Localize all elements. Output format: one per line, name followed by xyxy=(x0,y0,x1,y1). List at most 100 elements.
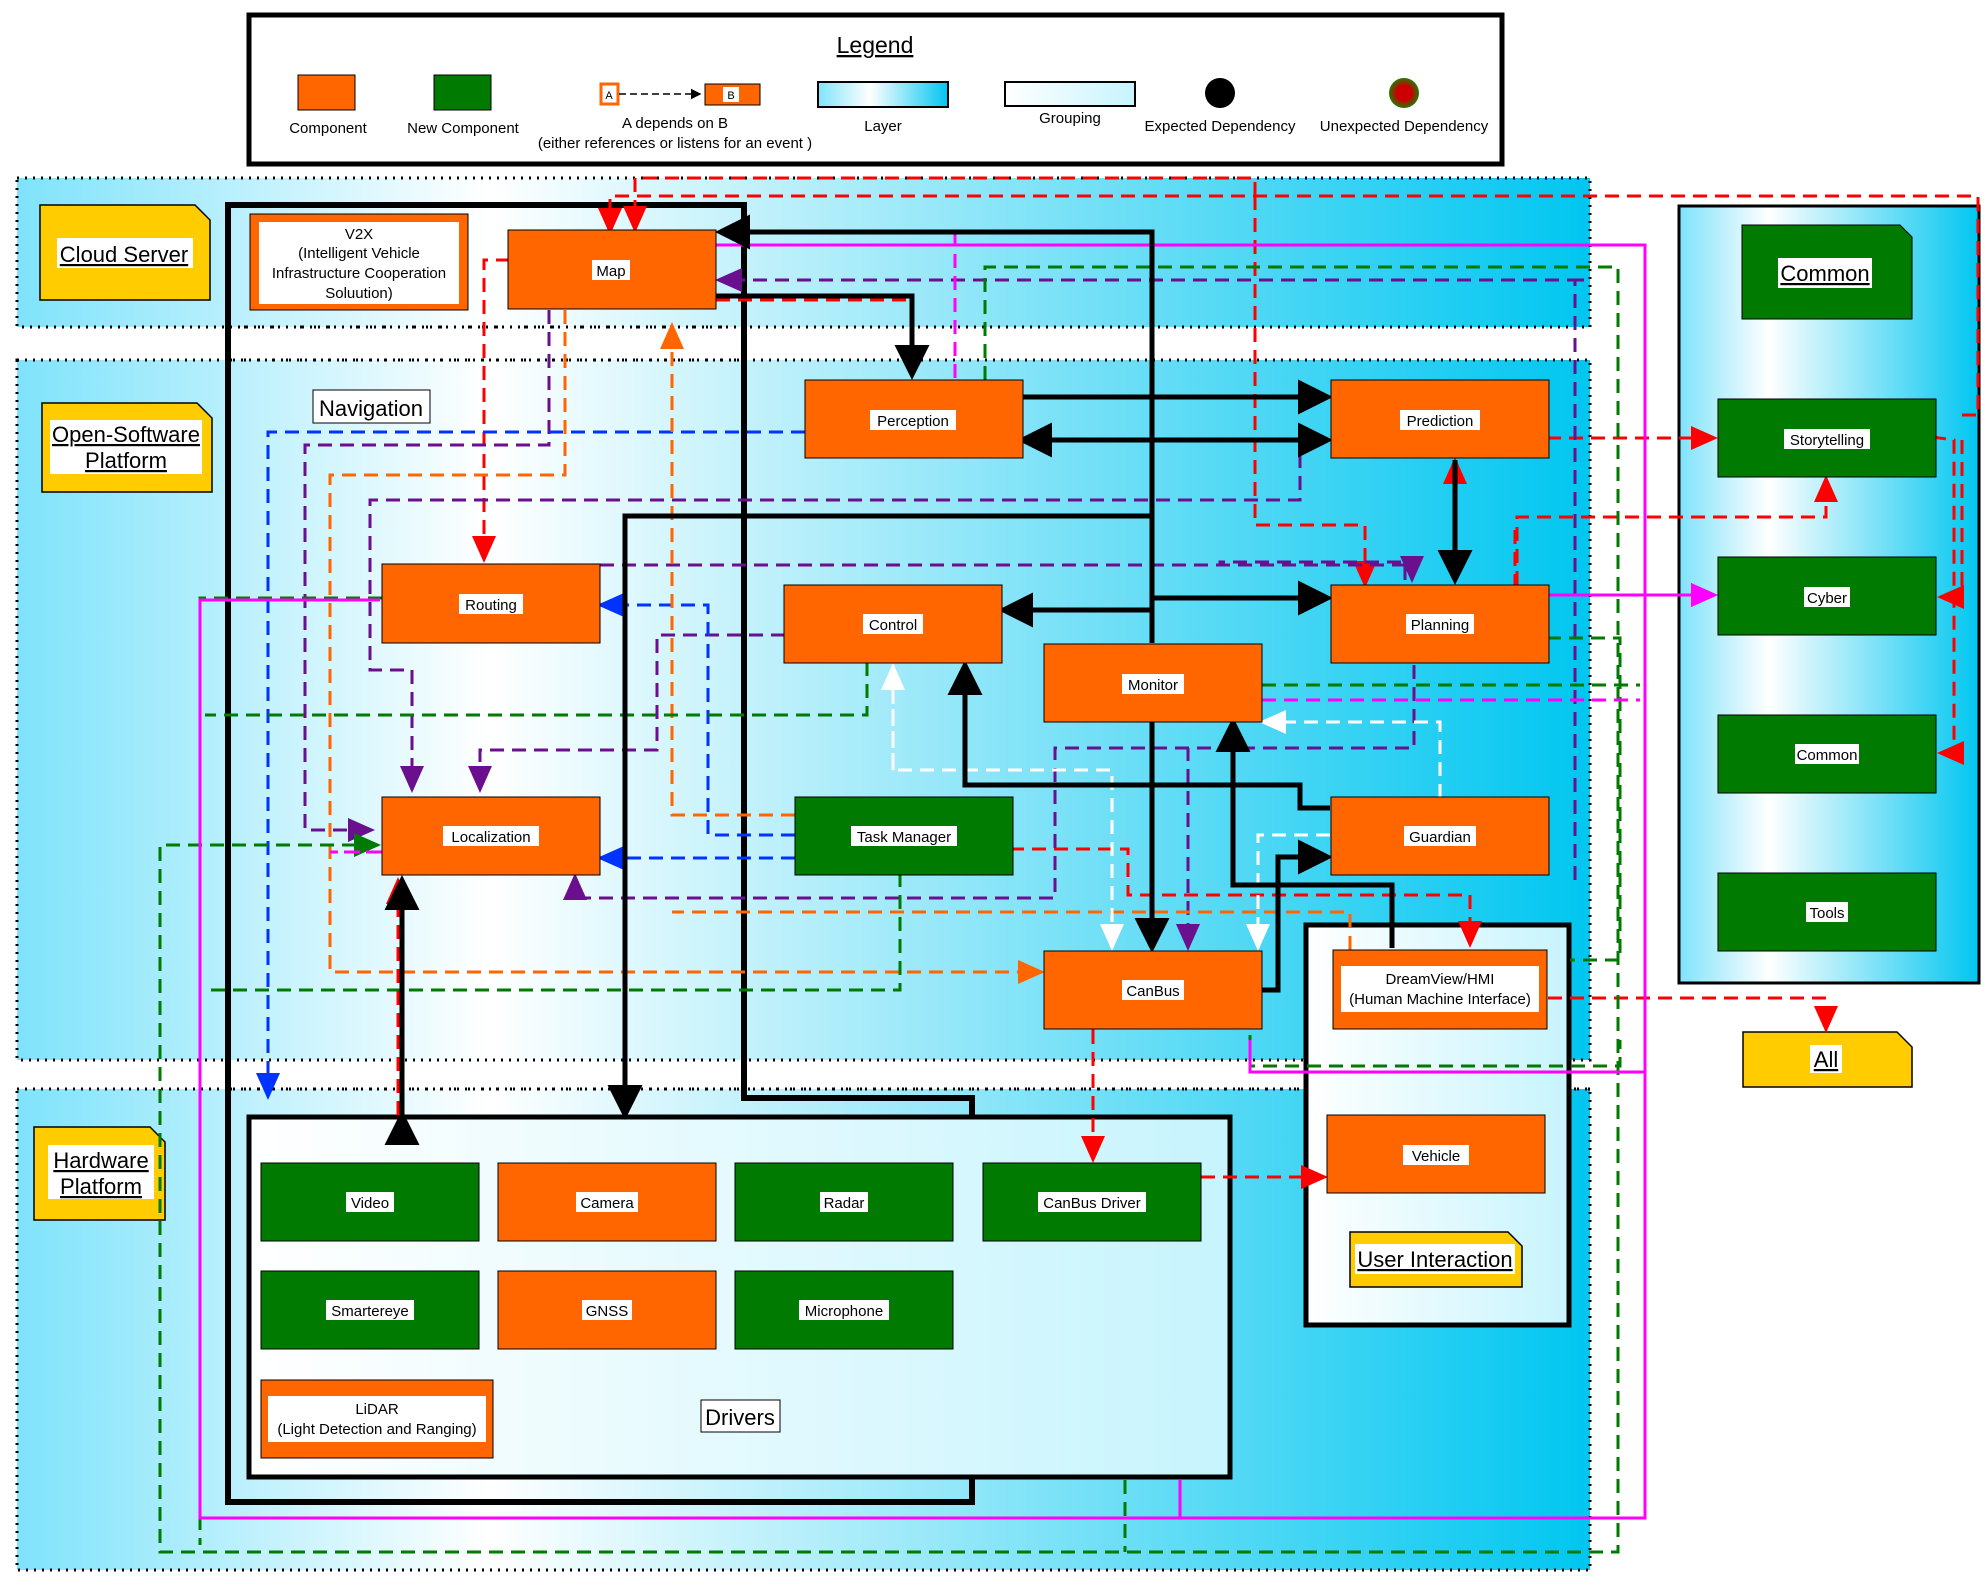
component-monitor[interactable]: Monitor xyxy=(1043,643,1263,723)
drivers-label-box xyxy=(700,1399,781,1433)
component-smartereye[interactable]: Smartereye xyxy=(260,1270,480,1350)
dep-planning-canbus xyxy=(1176,665,1416,951)
component-canbus[interactable]: CanBus xyxy=(1043,950,1263,1030)
dep-control-localization xyxy=(468,633,785,793)
dep-top-map xyxy=(598,194,1980,417)
svg-text:(Intelligent Vehicle: (Intelligent Vehicle xyxy=(298,245,420,262)
component-common[interactable]: Common xyxy=(1717,714,1937,794)
dep-task-dreamview xyxy=(1010,847,1482,948)
dependency-lines xyxy=(158,176,1980,1554)
component-prediction[interactable]: Prediction xyxy=(1330,379,1550,459)
component-guardian[interactable]: Guardian xyxy=(1330,796,1550,876)
component-planning[interactable]: Planning xyxy=(1330,584,1550,664)
dep-map-canbus xyxy=(328,310,1045,984)
component-v2x[interactable]: V2X (Intelligent Vehicle Infrastructure … xyxy=(249,213,469,311)
component-perception[interactable]: Perception xyxy=(804,379,1024,459)
legend-layer-swatch xyxy=(817,81,949,108)
svg-text:CanBus Driver: CanBus Driver xyxy=(1043,1195,1141,1212)
svg-text:GNSS: GNSS xyxy=(586,1303,629,1320)
dep-guardian-canbus-w xyxy=(1246,833,1330,951)
dep-guardian-monitor-w xyxy=(1259,710,1442,798)
dep-control-green xyxy=(205,662,869,717)
legend-layer-label: Layer xyxy=(864,118,902,135)
dep-perception-localization-g xyxy=(158,265,1620,1554)
component-vehicle[interactable]: Vehicle xyxy=(1326,1114,1546,1194)
legend-b-label: B xyxy=(727,90,734,102)
open-software-label-2: Platform xyxy=(85,448,167,473)
dep-top2-map xyxy=(623,176,1257,233)
svg-text:Prediction: Prediction xyxy=(1407,413,1474,430)
svg-text:Map: Map xyxy=(596,263,625,280)
dep-canbus-cyber xyxy=(1248,1040,1645,1074)
svg-text:Common: Common xyxy=(1780,261,1869,286)
component-dreamview[interactable]: DreamView/HMI (Human Machine Interface) xyxy=(1332,949,1548,1030)
components: V2X (Intelligent Vehicle Infrastructure … xyxy=(249,213,1937,1459)
component-video[interactable]: Video xyxy=(260,1162,480,1242)
svg-text:Tools: Tools xyxy=(1809,905,1844,922)
component-map[interactable]: Map xyxy=(507,229,717,310)
hardware-label-1: Hardware xyxy=(53,1148,148,1173)
svg-text:Video: Video xyxy=(351,1195,389,1212)
component-cyber[interactable]: Cyber xyxy=(1717,556,1937,636)
svg-text:CanBus: CanBus xyxy=(1126,983,1179,1000)
svg-text:Guardian: Guardian xyxy=(1409,829,1471,846)
legend: Legend Component New Component A B A dep… xyxy=(246,12,1505,167)
navigation-label-box xyxy=(312,389,431,424)
component-storytelling[interactable]: Storytelling xyxy=(1717,398,1937,478)
svg-text:Planning: Planning xyxy=(1411,617,1469,634)
legend-expected-label: Expected Dependency xyxy=(1145,118,1296,135)
dep-routing-green xyxy=(198,596,382,1545)
component-control[interactable]: Control xyxy=(783,584,1003,664)
svg-text:Microphone: Microphone xyxy=(805,1303,883,1320)
legend-unexpected-label: Unexpected Dependency xyxy=(1320,118,1489,135)
svg-text:LiDAR: LiDAR xyxy=(355,1401,399,1418)
dep-map-routing xyxy=(472,258,510,563)
dep-routing-planning xyxy=(600,560,1570,580)
dep-monitor-map xyxy=(715,214,1155,643)
navigation-label: Navigation xyxy=(319,396,423,421)
legend-depends-note: (either references or listens for an eve… xyxy=(538,135,812,152)
component-common-header[interactable]: Common xyxy=(1741,224,1913,320)
dep-monitor-drivers xyxy=(607,513,1152,1120)
legend-a-label: A xyxy=(605,90,613,102)
legend-depends-label: A depends on B xyxy=(622,115,728,132)
legend-component-swatch xyxy=(297,74,356,111)
legend-grouping-swatch xyxy=(1004,81,1136,107)
svg-text:Smartereye: Smartereye xyxy=(331,1303,409,1320)
svg-text:(Human Machine Interface): (Human Machine Interface) xyxy=(1349,991,1531,1008)
svg-text:Monitor: Monitor xyxy=(1128,677,1178,694)
svg-text:Storytelling: Storytelling xyxy=(1790,432,1864,449)
legend-a-box xyxy=(599,82,620,106)
cloud-server-label: Cloud Server xyxy=(60,242,188,267)
component-localization[interactable]: Localization xyxy=(381,796,601,876)
dep-guardian-control xyxy=(947,660,1330,811)
component-task-manager[interactable]: Task Manager xyxy=(794,796,1014,876)
component-tools[interactable]: Tools xyxy=(1717,872,1937,952)
component-camera[interactable]: Camera xyxy=(497,1162,717,1242)
dep-planning-green xyxy=(1547,636,1622,962)
component-routing[interactable]: Routing xyxy=(381,563,601,644)
svg-text:Localization: Localization xyxy=(451,829,530,846)
component-lidar[interactable]: LiDAR (Light Detection and Ranging) xyxy=(260,1379,494,1459)
component-gnss[interactable]: GNSS xyxy=(497,1270,717,1350)
svg-text:Infrastructure Cooperation: Infrastructure Cooperation xyxy=(272,265,446,282)
svg-text:Soluution): Soluution) xyxy=(325,285,393,302)
legend-unexpected-icon xyxy=(1389,78,1419,108)
svg-text:Cyber: Cyber xyxy=(1807,590,1847,607)
dep-task-green xyxy=(205,873,902,992)
dep-dreamview-all xyxy=(1548,996,1838,1033)
drivers-label: Drivers xyxy=(705,1405,775,1430)
svg-text:Radar: Radar xyxy=(824,1195,865,1212)
dep-planning-storytelling xyxy=(1515,475,1838,585)
component-canbus-driver[interactable]: CanBus Driver xyxy=(982,1162,1202,1242)
component-radar[interactable]: Radar xyxy=(734,1162,954,1242)
component-microphone[interactable]: Microphone xyxy=(734,1270,954,1350)
layer-separators xyxy=(230,325,1590,1470)
dep-dreamview-map xyxy=(672,910,1352,950)
legend-grouping-label: Grouping xyxy=(1039,110,1101,127)
open-software-label-1: Open-Software xyxy=(52,422,200,447)
svg-text:Task Manager: Task Manager xyxy=(857,829,951,846)
hardware-label-2: Platform xyxy=(60,1174,142,1199)
svg-text:Perception: Perception xyxy=(877,413,949,430)
svg-text:Common: Common xyxy=(1797,747,1858,764)
